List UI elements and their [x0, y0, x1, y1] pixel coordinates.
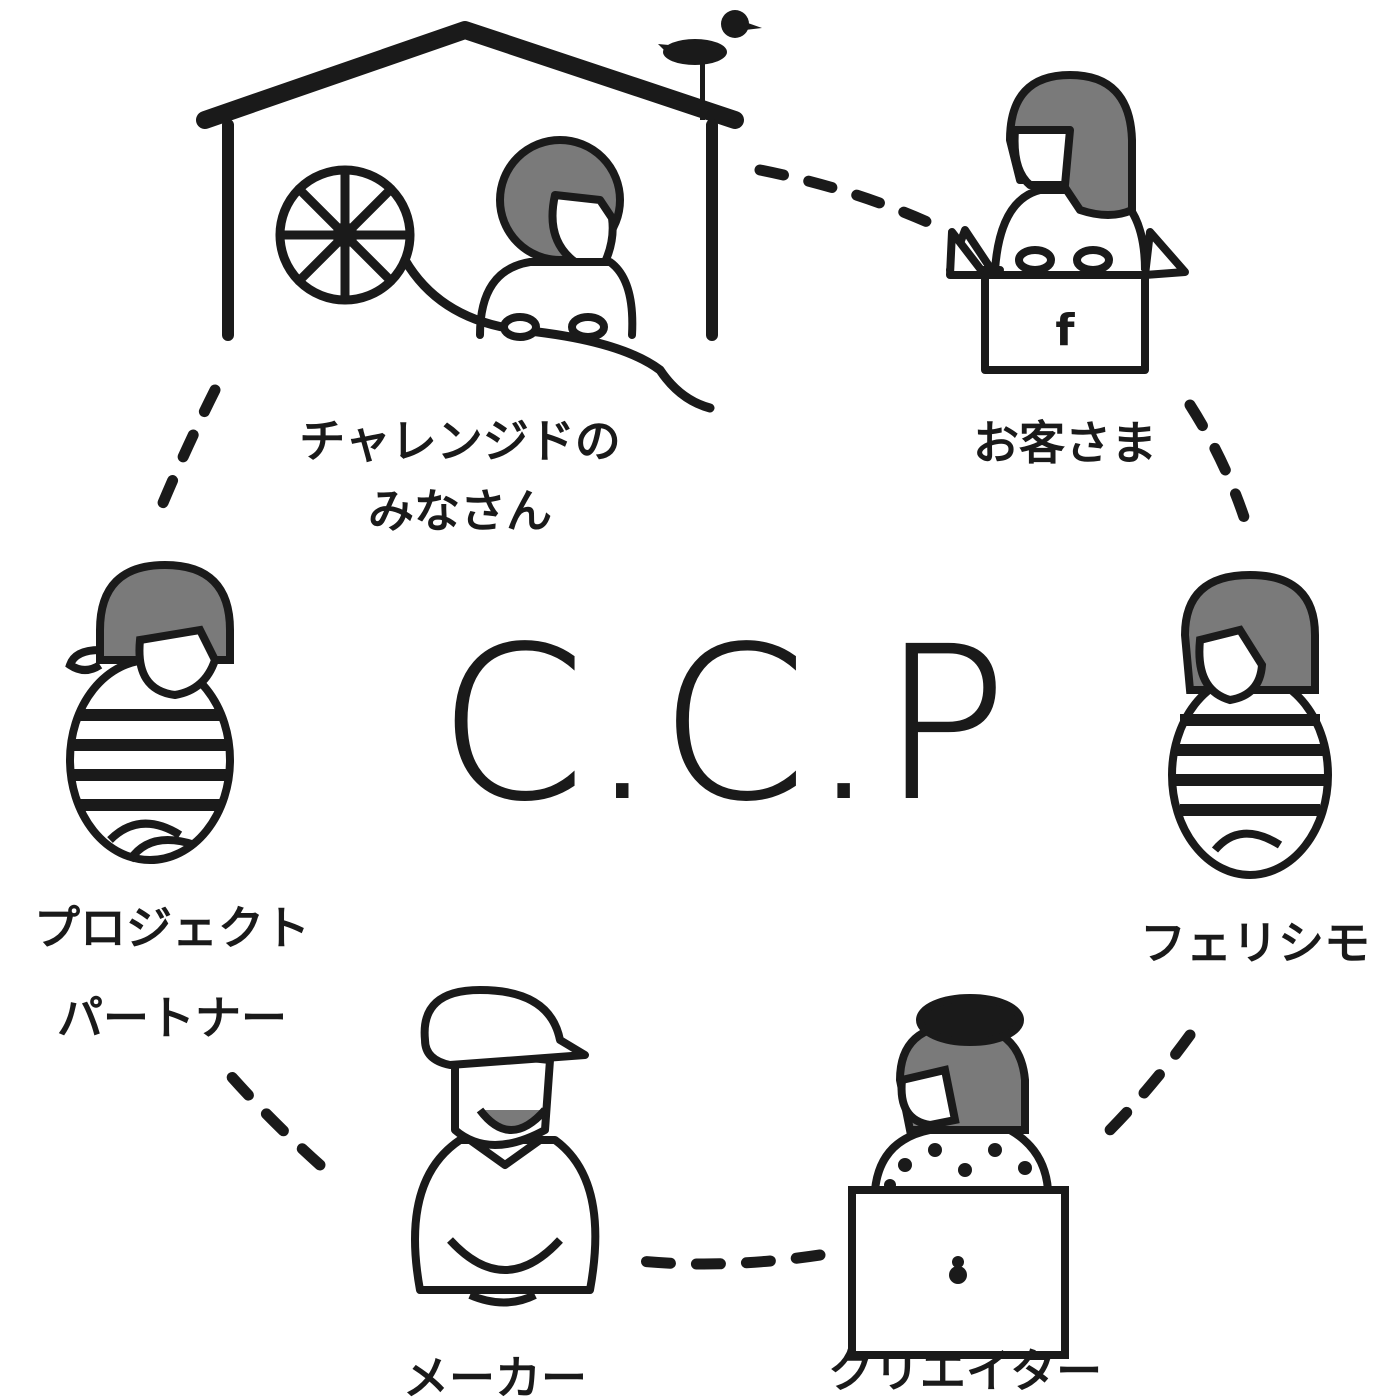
connector-customer-felissimo [1184, 399, 1251, 526]
dashed-connectors [154, 164, 1251, 1270]
label-challenged-line1: チャレンジドの [299, 414, 621, 468]
connector-felissimo-creator [1099, 1029, 1196, 1141]
connector-house-customer [754, 164, 951, 236]
spinning-wheel-icon [275, 165, 715, 413]
label-customers: お客さま [973, 416, 1157, 470]
creator-icon [848, 994, 1069, 1359]
connector-partner-house [154, 384, 221, 516]
connector-maker-partner [224, 1069, 326, 1171]
felissimo-icon [1168, 570, 1332, 879]
partner-icon [65, 560, 234, 864]
connector-creator-maker [624, 1249, 826, 1270]
label-partner-line1: プロジェクト [34, 901, 310, 955]
challenged-person-icon [476, 136, 637, 341]
center-title: C.C.P [437, 602, 1012, 847]
label-felissimo: フェリシモ [1140, 916, 1370, 970]
maker-icon [411, 986, 600, 1307]
customer-icon [946, 71, 1189, 374]
box-logo-letter: f [1055, 305, 1075, 356]
label-creator: クリエイター [827, 1344, 1103, 1398]
label-challenged-line2: みなさん [368, 484, 552, 538]
house-icon [196, 10, 762, 413]
bird-icon [658, 10, 762, 120]
pear-logo-icon [949, 1256, 967, 1284]
label-maker: メーカー [403, 1351, 587, 1400]
label-partner-line2: パートナー [57, 991, 287, 1045]
